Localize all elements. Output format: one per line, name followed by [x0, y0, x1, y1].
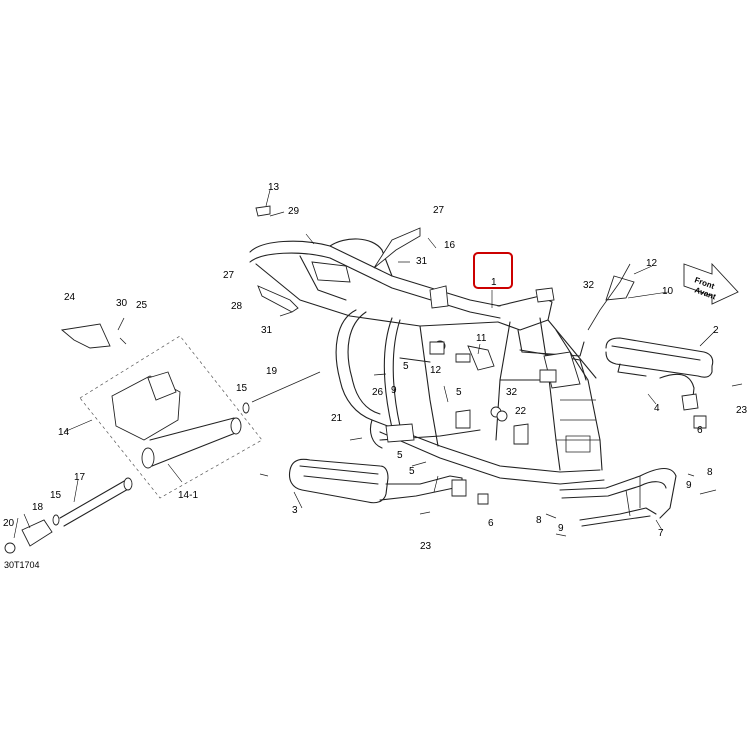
- front-bumper-part: [559, 467, 677, 527]
- callout-6a: 6: [697, 425, 703, 436]
- callout-21: 21: [331, 413, 343, 424]
- callout-11: 11: [476, 333, 487, 344]
- callout-27b: 27: [223, 270, 235, 281]
- callout-16: 16: [444, 240, 456, 251]
- callout-10: 10: [662, 286, 674, 297]
- callout-1: 1: [491, 277, 497, 288]
- callout-19: 19: [266, 366, 278, 377]
- callout-29: 29: [288, 206, 300, 217]
- callout-7: 7: [658, 528, 664, 539]
- main-frame: [249, 238, 605, 485]
- callout-20: 20: [3, 518, 15, 529]
- callout-8b: 8: [707, 467, 713, 478]
- front-rack-part: [605, 337, 714, 411]
- callout-28: 28: [231, 301, 243, 312]
- callout-14: 14: [58, 427, 70, 438]
- drawing-number: 30T1704: [4, 560, 40, 570]
- callout-26: 26: [372, 387, 384, 398]
- callout-14-1: 14-1: [178, 490, 198, 501]
- callout-32b: 32: [506, 387, 518, 398]
- callout-9b: 9: [558, 523, 564, 534]
- callout-9c: 9: [686, 480, 692, 491]
- callout-23a: 23: [736, 405, 748, 416]
- callout-4: 4: [654, 403, 660, 414]
- callout-12b: 12: [430, 365, 442, 376]
- callout-3: 3: [292, 505, 298, 516]
- callout-13: 13: [268, 182, 280, 193]
- swing-arm-group: [4, 335, 321, 554]
- callout-30: 30: [116, 298, 128, 309]
- callout-6b: 6: [488, 518, 494, 529]
- callout-15b: 15: [50, 490, 62, 501]
- callout-8a: 8: [536, 515, 542, 526]
- leader-lines: [13, 189, 717, 539]
- small-parts: [60, 205, 743, 537]
- callout-27a: 27: [433, 205, 445, 216]
- callout-5b: 5: [397, 450, 403, 461]
- callout-17: 17: [74, 472, 86, 483]
- callout-32a: 32: [583, 280, 595, 291]
- callout-9a: 9: [391, 385, 397, 396]
- callout-31b: 31: [261, 325, 273, 336]
- rear-rack-part: [288, 458, 467, 504]
- callout-31a: 31: [416, 256, 428, 267]
- callout-24: 24: [64, 292, 76, 303]
- callout-15a: 15: [236, 383, 248, 394]
- callout-2: 2: [713, 325, 719, 336]
- front-arrow: Front Avant: [683, 262, 739, 305]
- callout-25: 25: [136, 300, 148, 311]
- callout-23b: 23: [420, 541, 432, 552]
- highlight-box: [473, 252, 513, 289]
- callout-22: 22: [515, 406, 527, 417]
- callout-5a: 5: [403, 361, 409, 372]
- callouts: 1 2 3 4 5 5 5 5 6 6 7 8 8 9 9 9 10 11 12…: [3, 182, 748, 552]
- callout-5c: 5: [409, 466, 415, 477]
- callout-12a: 12: [646, 258, 658, 269]
- callout-5d: 5: [456, 387, 462, 398]
- callout-18: 18: [32, 502, 44, 513]
